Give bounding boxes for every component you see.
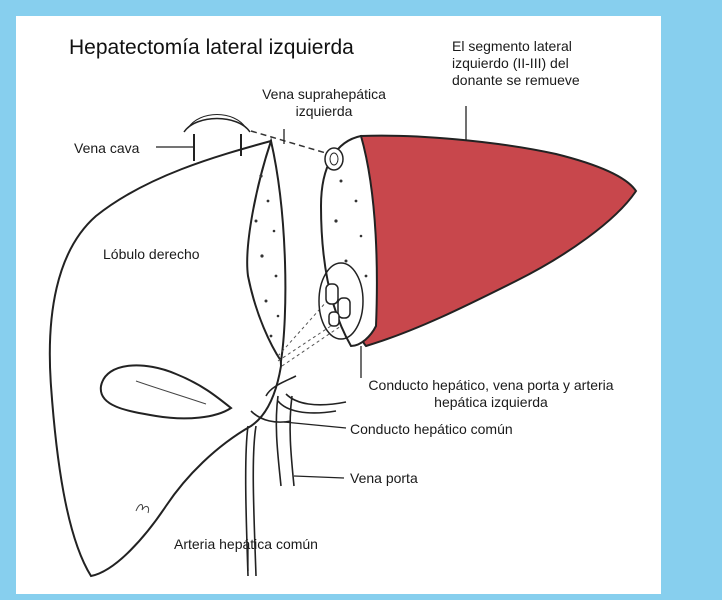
left-hepatic-vein-line-1: Vena suprahepática bbox=[244, 86, 404, 103]
diagram-title: Hepatectomía lateral izquierda bbox=[69, 36, 354, 60]
hepatic-vein-stump bbox=[325, 148, 343, 170]
segment-note-line-1: El segmento lateral bbox=[452, 38, 638, 55]
illustration-panel: Hepatectomía lateral izquierda El segmen… bbox=[16, 16, 661, 594]
common-hepatic-duct-label: Conducto hepático común bbox=[350, 421, 513, 438]
right-lobe-label: Lóbulo derecho bbox=[103, 246, 200, 263]
left-hepatic-vein-line-2: izquierda bbox=[244, 103, 404, 120]
common-hepatic-artery-label: Arteria hepática común bbox=[174, 536, 318, 553]
left-hepatic-vein-label: Vena suprahepática izquierda bbox=[244, 86, 404, 120]
segment-note: El segmento lateral izquierdo (II-III) d… bbox=[452, 38, 638, 89]
left-structures-label: Conducto hepático, vena porta y arteria … bbox=[341, 377, 641, 411]
segment-note-line-3: donante se remueve bbox=[452, 72, 638, 89]
portal-vein-label: Vena porta bbox=[350, 470, 418, 487]
segment-note-line-2: izquierdo (II-III) del bbox=[452, 55, 638, 72]
left-structures-line-2: hepática izquierda bbox=[341, 394, 641, 411]
vena-cava-label: Vena cava bbox=[74, 140, 139, 157]
removed-left-lateral-segment bbox=[358, 136, 636, 346]
left-structures-line-1: Conducto hepático, vena porta y arteria bbox=[341, 377, 641, 394]
